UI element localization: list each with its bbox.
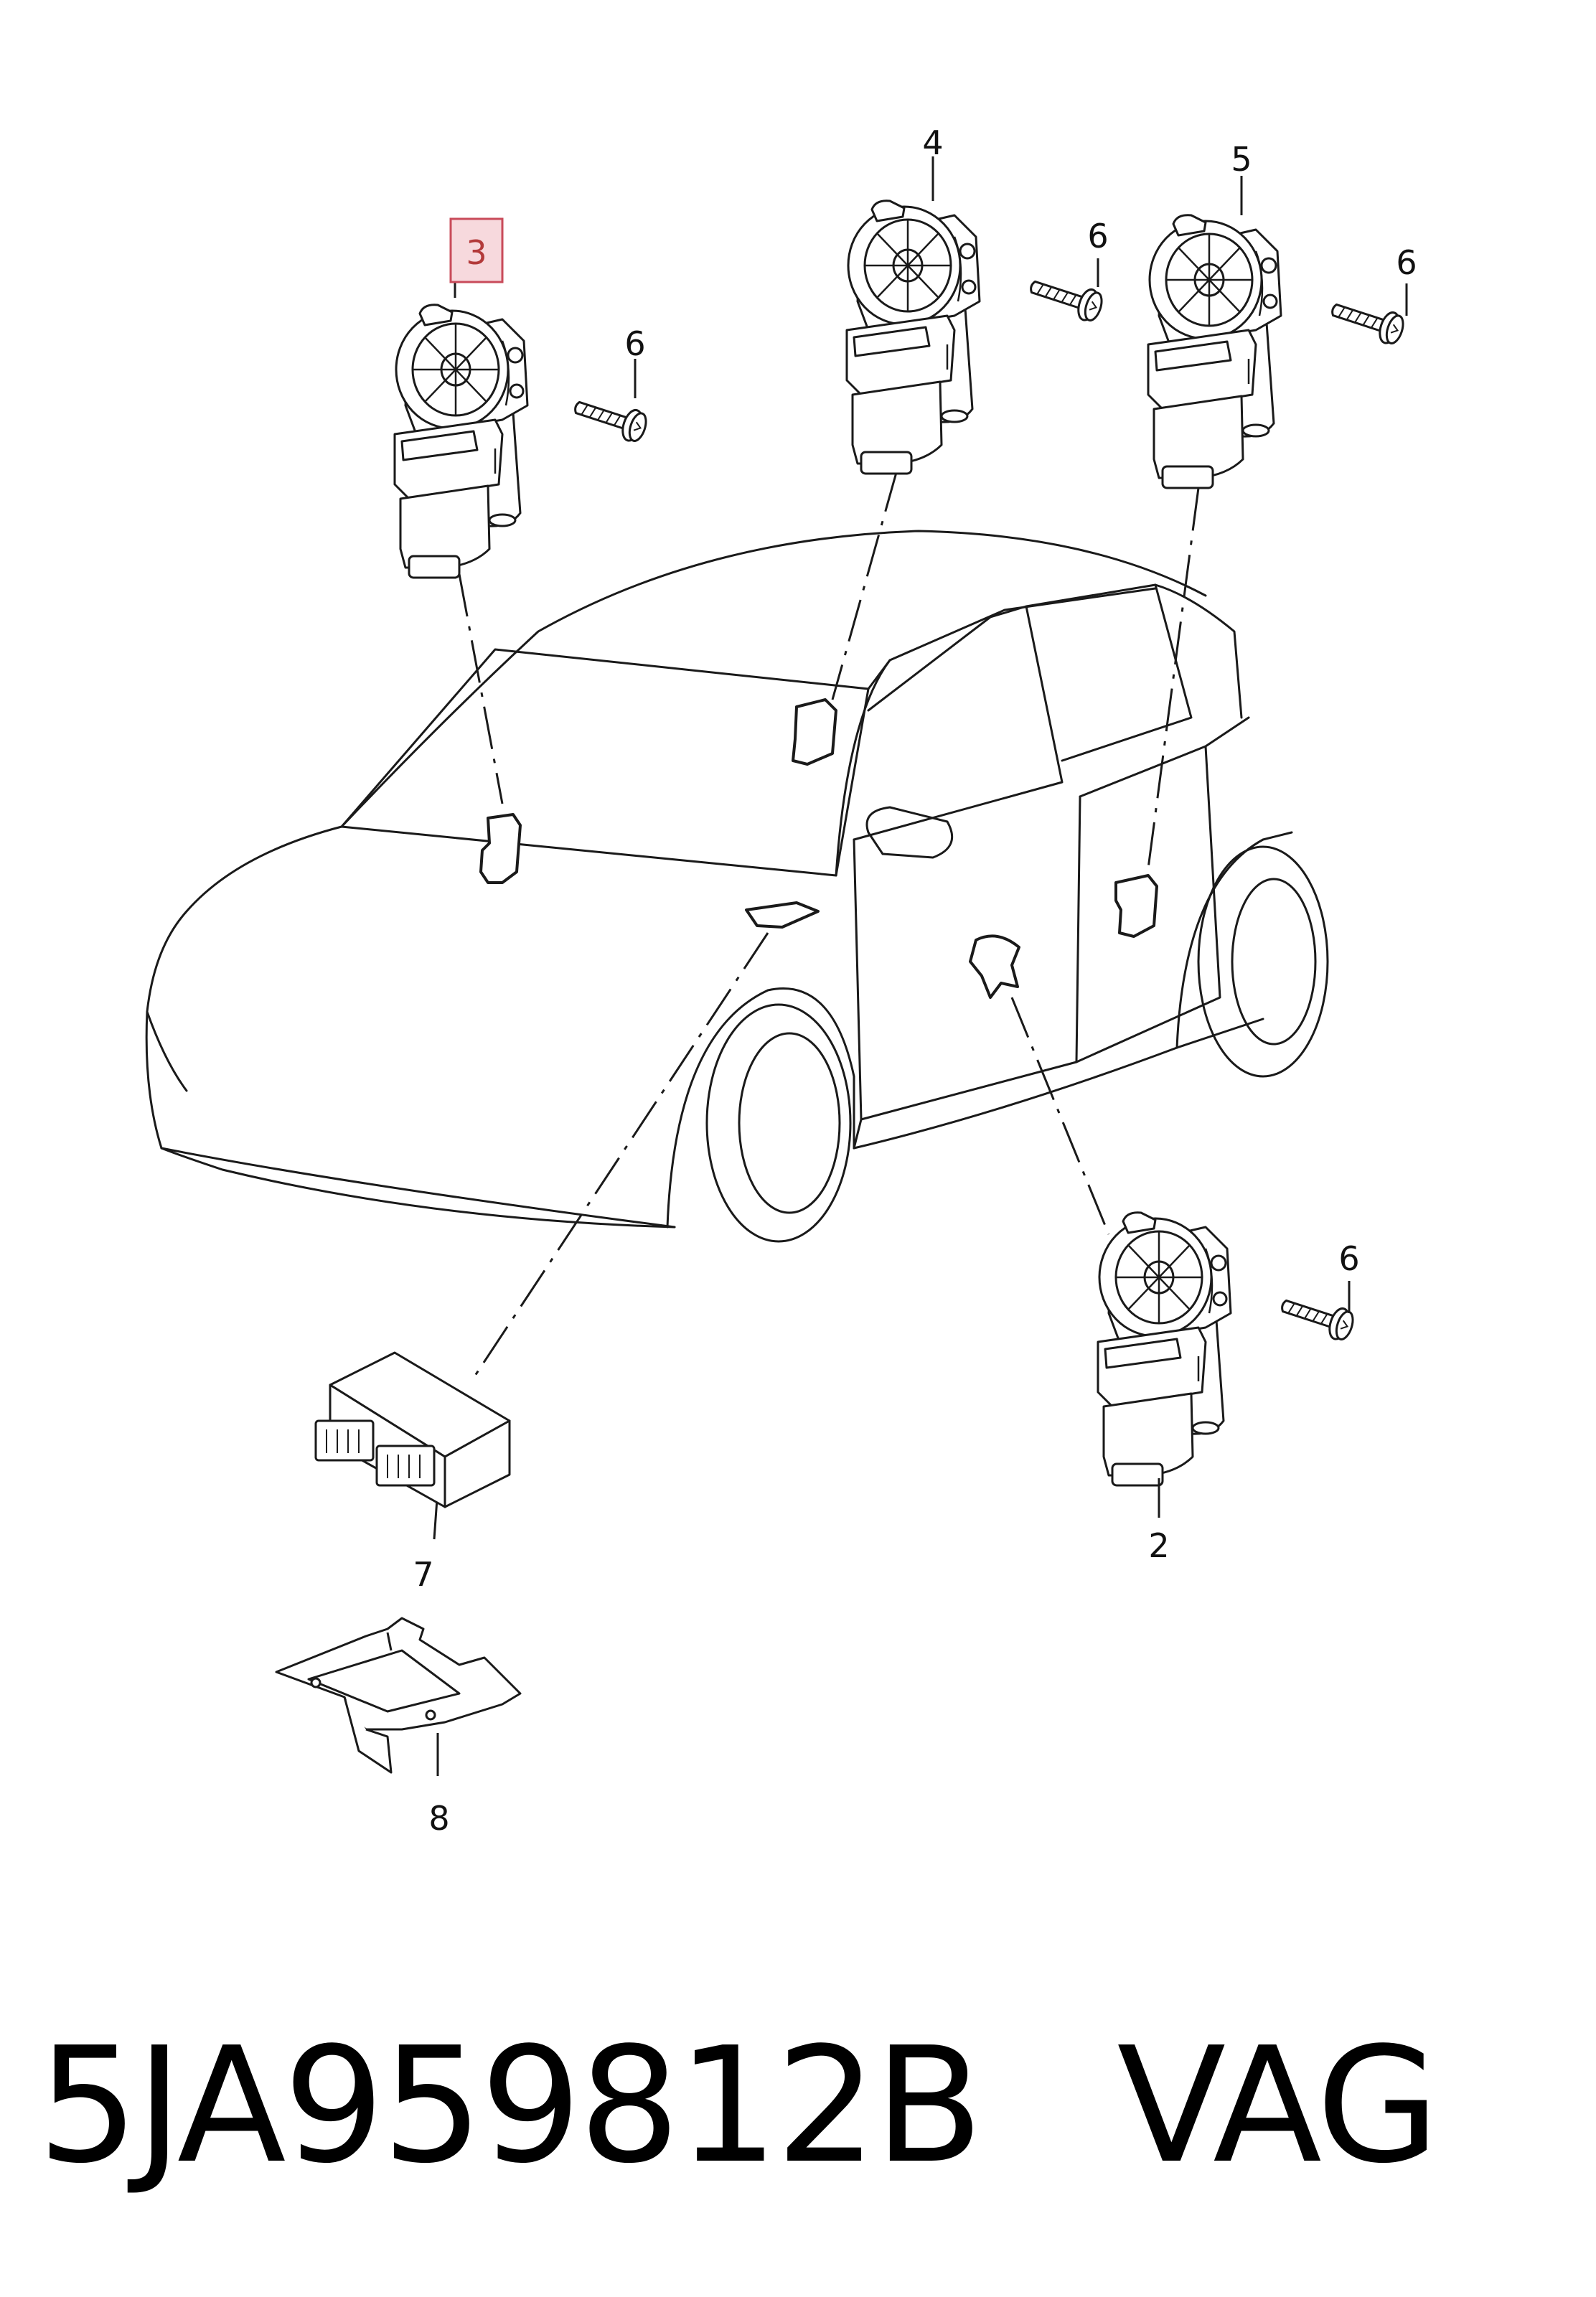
part-number: 5JA959812B: [37, 2014, 983, 2199]
window-motor-5: [1147, 214, 1282, 489]
caption: 5JA959812B VAG: [37, 2002, 1580, 2210]
callout-6-a: 6: [624, 324, 645, 363]
screw-6-b: [1025, 270, 1107, 325]
screw-6-a: [569, 390, 651, 446]
window-motor-2: [1097, 1211, 1232, 1487]
callout-2: 2: [1148, 1526, 1169, 1565]
bracket-8: [275, 1617, 522, 1774]
callout-8: 8: [428, 1799, 449, 1838]
locator-7: [745, 901, 820, 929]
callout-6-d: 6: [1338, 1239, 1359, 1278]
callout-6-b: 6: [1087, 217, 1108, 255]
callout-7: 7: [413, 1555, 433, 1594]
locator-3: [479, 813, 522, 884]
callout-5: 5: [1231, 140, 1252, 179]
locator-5: [1114, 874, 1158, 938]
window-motor-3: [393, 304, 529, 579]
control-unit-7: [314, 1351, 511, 1508]
callout-6-c: 6: [1396, 243, 1417, 282]
callout-4: 4: [922, 123, 943, 162]
car-outline: [145, 530, 1329, 1243]
brand-name: VAG: [1117, 2014, 1440, 2199]
locator-4: [792, 698, 837, 766]
window-motor-4: [845, 199, 981, 475]
leader-lines: [458, 469, 1200, 1378]
locator-markers: [479, 698, 1158, 999]
callout-3: 3: [466, 233, 487, 272]
locator-2: [969, 934, 1020, 999]
screw-6-c: [1326, 293, 1408, 348]
screw-6-d: [1276, 1289, 1358, 1344]
callout-3-highlight: [449, 217, 504, 283]
